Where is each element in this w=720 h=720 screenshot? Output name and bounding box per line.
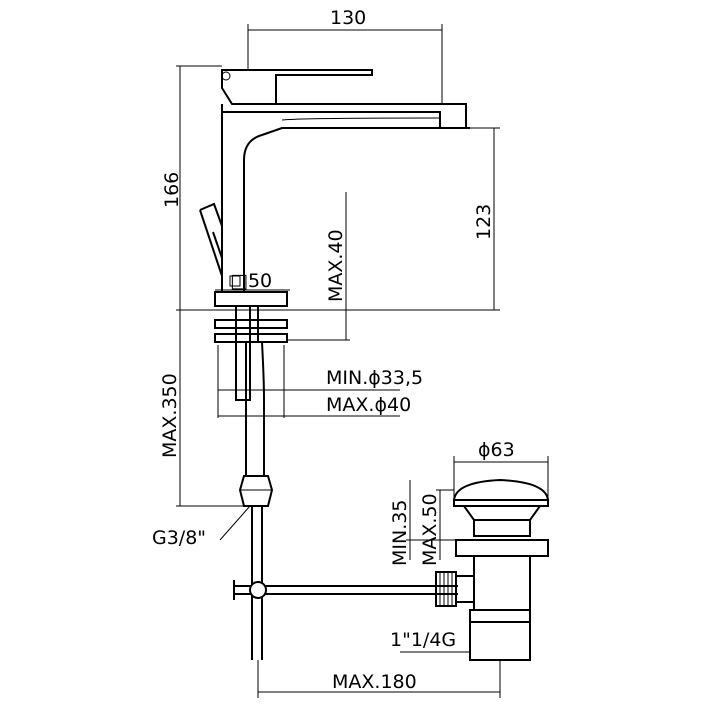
- dim-waste-min: MIN.35: [389, 500, 411, 566]
- dim-rod-length: MAX.180: [332, 671, 417, 693]
- dim-max-40: MAX.40: [325, 229, 347, 302]
- dim-waste-diameter: ϕ63: [478, 439, 515, 461]
- faucet-body: [199, 69, 470, 660]
- dim-123: 123: [473, 204, 495, 240]
- dimension-lines: [176, 24, 549, 698]
- dim-166: 166: [161, 172, 183, 208]
- dim-waste-max: MAX.50: [419, 493, 441, 566]
- dim-hole-min: MIN.ϕ33,5: [326, 367, 423, 389]
- dim-base-square: □50: [230, 270, 272, 292]
- dim-130: 130: [330, 7, 366, 29]
- dim-hole-max: MAX.ϕ40: [326, 394, 411, 416]
- dim-hose-thread: G3/8": [152, 527, 206, 549]
- dim-hose-length: MAX.350: [159, 373, 181, 458]
- dim-waste-thread: 1"1/4G: [390, 629, 456, 651]
